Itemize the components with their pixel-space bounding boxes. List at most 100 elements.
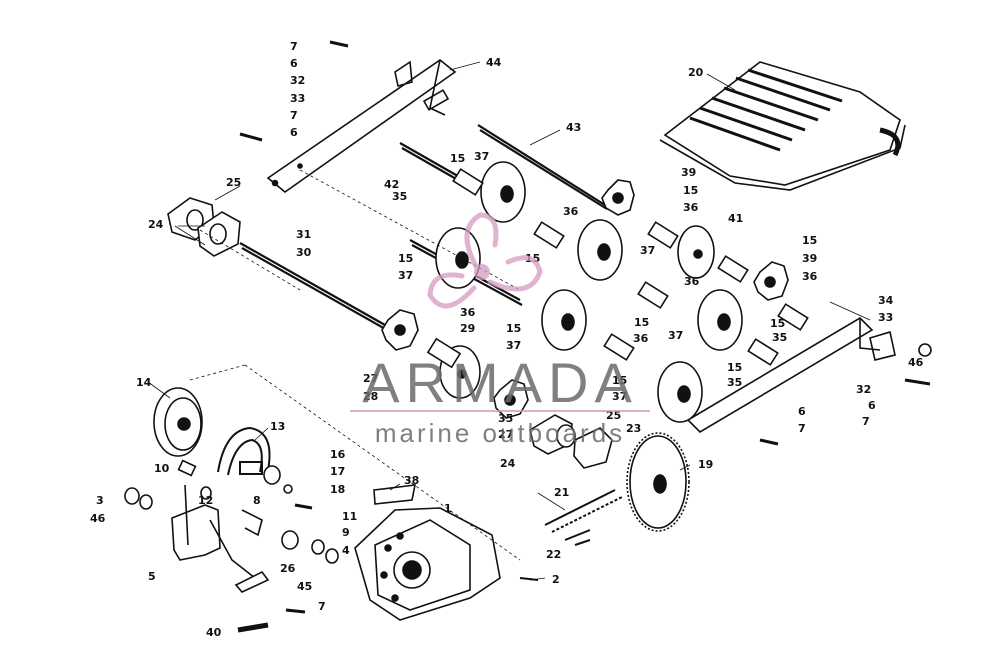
- callout-3: 3: [96, 494, 104, 507]
- track-assembly: [659, 61, 906, 191]
- spacers: [426, 168, 809, 369]
- callout-19: 19: [698, 458, 713, 471]
- callout-25b: 25: [606, 409, 621, 422]
- callout-37f: 37: [612, 390, 627, 403]
- callout-33: 33: [290, 92, 305, 105]
- callout-7b: 7: [290, 109, 298, 122]
- callout-38: 38: [404, 474, 419, 487]
- callout-35c: 35: [727, 376, 742, 389]
- callout-24b: 24: [500, 457, 516, 470]
- callout-6: 6: [290, 57, 298, 70]
- callout-12: 12: [198, 494, 213, 507]
- callout-35b: 35: [772, 331, 787, 344]
- leader-lines: [147, 61, 871, 581]
- callout-7e: 7: [318, 600, 326, 613]
- callout-15h: 15: [770, 317, 785, 330]
- chain-case: [354, 484, 501, 621]
- callout-7: 7: [290, 40, 298, 53]
- callout-7d: 7: [798, 422, 806, 435]
- callout-8: 8: [253, 494, 261, 507]
- callout-41: 41: [728, 212, 743, 225]
- callout-29: 29: [460, 322, 475, 335]
- sprockets: [381, 179, 789, 419]
- callout-31: 31: [296, 228, 311, 241]
- callout-labels: 7 6 32 33 7 6 44 43 20 25 24 42 35 15 37…: [90, 40, 924, 639]
- watermark-divider: [350, 410, 650, 412]
- callout-2: 2: [552, 573, 560, 586]
- callout-6d: 6: [798, 405, 806, 418]
- brake-caliper: [217, 426, 271, 476]
- callout-5: 5: [148, 570, 156, 583]
- callout-15g: 15: [634, 316, 649, 329]
- callout-35: 35: [392, 190, 407, 203]
- callout-40: 40: [206, 626, 222, 639]
- callout-37c: 37: [640, 244, 655, 257]
- callout-44: 44: [486, 56, 502, 69]
- callout-15j: 15: [612, 374, 627, 387]
- callout-37b: 37: [398, 269, 413, 282]
- callout-32b: 32: [856, 383, 871, 396]
- callout-36d: 36: [802, 270, 818, 283]
- callout-24: 24: [148, 218, 164, 231]
- callout-36c: 36: [684, 275, 700, 288]
- callout-20: 20: [688, 66, 704, 79]
- callout-15b: 15: [683, 184, 698, 197]
- callout-6b: 6: [290, 126, 298, 139]
- callout-36f: 36: [633, 332, 649, 345]
- bearing-flanges: [167, 197, 613, 469]
- callout-7c: 7: [862, 415, 870, 428]
- callout-37d: 37: [506, 339, 521, 352]
- callout-6c: 6: [868, 399, 876, 412]
- callout-27b: 27: [498, 428, 513, 441]
- callout-35d: 35: [498, 412, 513, 425]
- callout-16: 16: [330, 448, 346, 461]
- hardware: [124, 459, 539, 633]
- callout-37a: 37: [474, 150, 489, 163]
- callout-43: 43: [566, 121, 581, 134]
- callout-10: 10: [154, 462, 170, 475]
- callout-4: 4: [342, 544, 350, 557]
- callout-15c: 15: [398, 252, 413, 265]
- callout-21: 21: [554, 486, 569, 499]
- callout-15f: 15: [506, 322, 521, 335]
- brake-disc: [153, 387, 203, 457]
- drive-sprocket: [626, 432, 690, 532]
- callout-37e: 37: [668, 329, 683, 342]
- callout-15i: 15: [727, 361, 742, 374]
- callout-39b: 39: [802, 252, 817, 265]
- callout-1: 1: [444, 502, 452, 515]
- callout-13: 13: [270, 420, 285, 433]
- callout-17: 17: [330, 465, 345, 478]
- rail-right: [686, 316, 932, 446]
- callout-22: 22: [546, 548, 561, 561]
- callout-33b: 33: [878, 311, 893, 324]
- callout-34: 34: [878, 294, 894, 307]
- assembly-lines: [189, 169, 521, 561]
- rail-left: [239, 40, 457, 194]
- callout-36b: 36: [683, 201, 699, 214]
- callout-27a: 27: [363, 372, 378, 385]
- callout-42: 42: [384, 178, 399, 191]
- callout-15a: 15: [450, 152, 465, 165]
- callout-25: 25: [226, 176, 241, 189]
- callout-28: 28: [363, 390, 378, 403]
- armada-propeller-logo: [427, 212, 543, 309]
- callout-11: 11: [342, 510, 357, 523]
- callout-46a: 46: [908, 356, 924, 369]
- callout-32: 32: [290, 74, 305, 87]
- chain: [544, 489, 623, 546]
- callout-36a: 36: [563, 205, 579, 218]
- callout-26: 26: [280, 562, 296, 575]
- callout-9: 9: [342, 526, 350, 539]
- callout-45: 45: [297, 580, 312, 593]
- callout-46b: 46: [90, 512, 106, 525]
- callout-15e: 15: [802, 234, 817, 247]
- callout-23: 23: [626, 422, 641, 435]
- callout-18: 18: [330, 483, 345, 496]
- callout-39a: 39: [681, 166, 696, 179]
- callout-30: 30: [296, 246, 312, 259]
- callout-14: 14: [136, 376, 152, 389]
- callout-36e: 36: [460, 306, 476, 319]
- brake-bracket: [171, 484, 256, 579]
